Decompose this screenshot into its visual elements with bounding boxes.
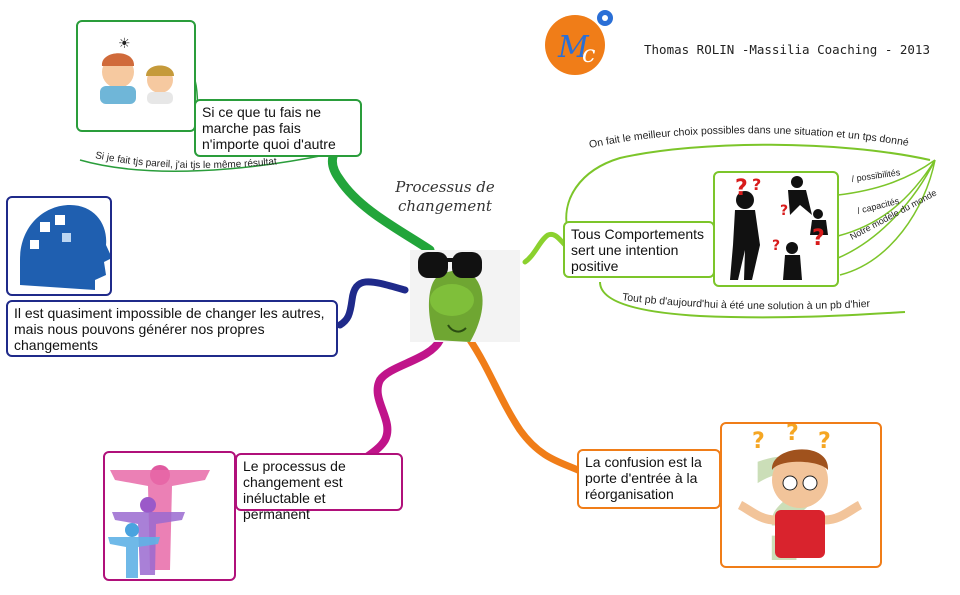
- branch-navy-mid-left: [336, 278, 409, 329]
- growing-figures-image: [108, 465, 210, 578]
- node-positive-intention[interactable]: Tous Comportements sert une intention po…: [563, 221, 715, 278]
- svg-text:M: M: [557, 30, 590, 65]
- svg-text:?: ?: [818, 429, 831, 454]
- label-problem-solution: Tout pb d'aujourd'hui à été une solution…: [622, 291, 871, 312]
- svg-text:?: ?: [812, 226, 825, 251]
- question-silhouettes-image: ? ? ? ? ?: [730, 175, 828, 280]
- question-silhouettes-frame: [713, 171, 839, 287]
- svg-text:?: ?: [786, 421, 799, 446]
- branch-top-curve: [565, 143, 931, 233]
- svg-text:?: ?: [780, 203, 788, 219]
- svg-text:☀: ☀: [118, 36, 131, 52]
- label-best-choice: On fait le meilleur choix possibles dans…: [588, 124, 910, 151]
- branch-lime-right: [522, 231, 568, 265]
- svg-text:c: c: [582, 40, 595, 68]
- confused-boy-frame: [720, 422, 882, 568]
- massilia-logo: M c: [545, 10, 613, 75]
- thinking-people-image: ☀: [100, 36, 174, 104]
- branch-orange-bottom-right: [466, 336, 582, 474]
- frog-sunglasses-image: [410, 250, 520, 342]
- puzzle-head-frame: [6, 196, 112, 296]
- node-change-others[interactable]: Il est quasiment impossible de changer l…: [6, 300, 338, 357]
- puzzle-head-image: [20, 205, 112, 290]
- branch-bottom-curve: [599, 281, 906, 319]
- branch-right-fan: [837, 159, 936, 276]
- branch-magenta-bottom-left: [346, 336, 444, 474]
- author-credit: Thomas ROLIN -Massilia Coaching - 2013: [644, 42, 930, 57]
- thinking-people-frame: [76, 20, 196, 132]
- node-confusion[interactable]: La confusion est la porte d'entrée à la …: [577, 449, 721, 509]
- svg-text:?: ?: [735, 176, 748, 201]
- branch-top-left-sub: [79, 154, 326, 172]
- svg-text:?: ?: [752, 175, 761, 194]
- node-try-something-else[interactable]: Si ce que tu fais ne marche pas fais n'i…: [194, 99, 362, 157]
- svg-text:?: ?: [772, 238, 780, 254]
- growing-figures-frame: [103, 451, 236, 581]
- svg-text:?: ?: [752, 429, 765, 454]
- central-title: Processus de changement: [395, 178, 495, 215]
- node-change-inevitable[interactable]: Le processus de changement est inéluctab…: [235, 453, 403, 522]
